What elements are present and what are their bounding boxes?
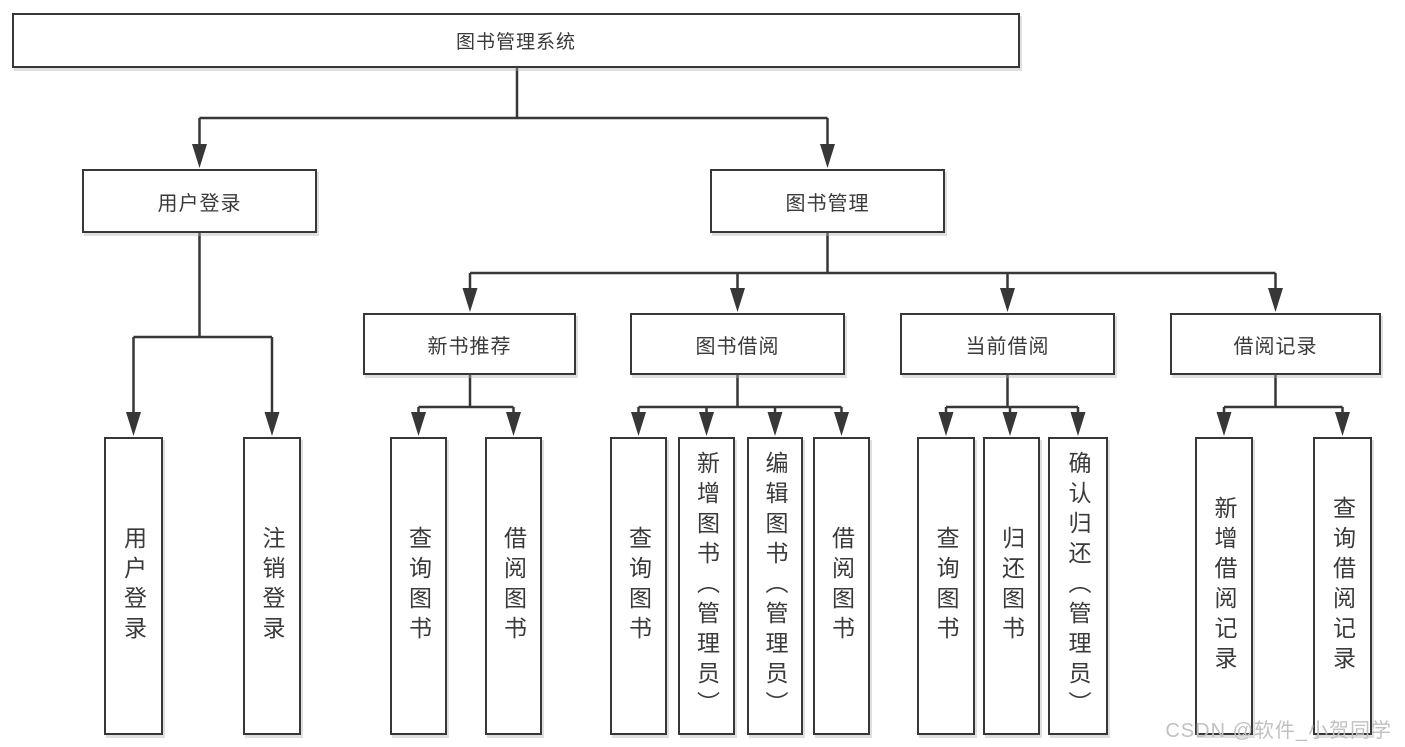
node-new-book-recommend: 新书推荐 [363,313,576,375]
node-user-login: 用户登录 [82,169,317,233]
arrowhead [411,412,426,436]
arrowhead [631,412,646,436]
node-book-management: 图书管理 [710,169,945,233]
connector-root-split [198,68,829,163]
leaf-borrow-edit-books: 编辑图书（管理员） [747,437,803,735]
node-current-borrow: 当前借阅 [900,313,1115,375]
arrowhead [1268,288,1283,312]
leaf-current-confirm-return: 确认归还（管理员） [1048,437,1108,735]
arrowhead [699,412,714,436]
csdn-watermark: CSDN @软件_小贺同学 [1165,720,1392,742]
arrowhead [1000,288,1015,312]
arrowheads [126,144,1350,436]
leaf-borrow-add-books: 新增图书（管理员） [678,437,735,735]
connector-borrow-split [637,375,843,431]
connector-records-split [1222,375,1344,431]
leaf-records-query-record: 查询借阅记录 [1313,437,1372,735]
leaf-records-add-record: 新增借阅记录 [1195,437,1253,735]
arrowhead [730,288,745,312]
arrowhead [1070,412,1086,436]
connector-book-management-split [468,233,1277,307]
leaf-logout: 注销登录 [243,437,301,735]
leaf-recommend-query-books: 查询图书 [390,437,447,735]
leaf-borrow-query-books: 查询图书 [610,437,667,735]
arrowhead [1216,412,1232,436]
node-root: 图书管理系统 [12,13,1020,68]
arrowhead [1335,412,1350,436]
arrowhead [1002,412,1018,436]
leaf-current-return-books: 归还图书 [983,437,1040,735]
arrowhead [820,144,835,168]
node-borrow-records: 借阅记录 [1170,313,1381,375]
arrowhead [767,412,783,436]
node-book-borrow: 图书借阅 [630,313,845,375]
connector-user-login-split [132,233,274,431]
arrowhead [462,288,478,312]
leaf-recommend-borrow-books: 借阅图书 [485,437,542,735]
arrowhead [506,412,521,436]
arrowhead [938,412,954,436]
arrowhead [126,412,141,436]
leaf-user-login: 用户登录 [104,437,163,735]
arrowhead [192,144,207,168]
connector-recommend-split [417,375,515,431]
leaf-current-query-books: 查询图书 [917,437,975,735]
arrowhead [834,412,849,436]
leaf-borrow-borrow-books: 借阅图书 [813,437,870,735]
arrowhead [264,412,280,436]
